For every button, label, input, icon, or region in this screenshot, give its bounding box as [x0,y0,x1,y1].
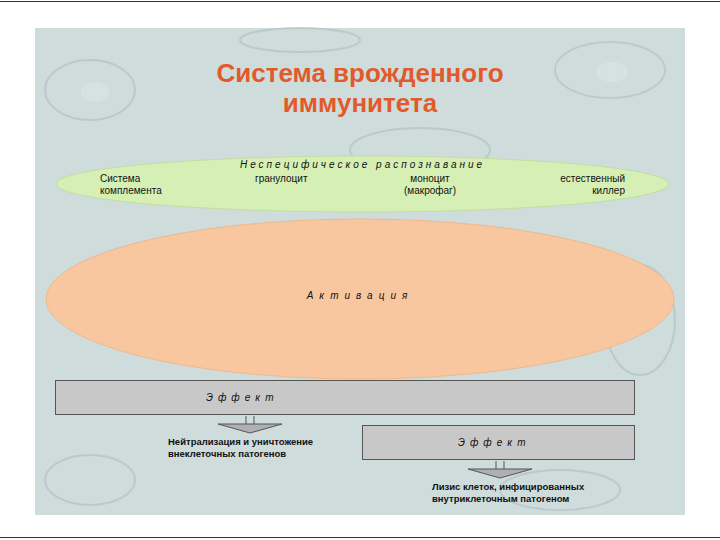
activation-band: Активация [45,218,675,380]
band-heading: Неспецифическое распознавание [55,159,670,171]
micrograph-ground [35,28,685,515]
ellipse-shape [56,156,669,212]
component-name: естественный киллер [535,173,625,197]
component-name: гранулоцит [255,173,345,185]
frame-line [0,1,720,2]
component-name: Система комплемента [100,173,180,197]
frame-line [0,537,720,538]
outcome-text: Нейтрализация и уничтожение внеклеточных… [168,436,353,460]
effect-arrow [218,416,282,433]
recognition-band: Неспецифическое распознаваниеСистема ком… [55,155,670,213]
effect-box: Эффект [362,425,635,460]
ellipse-shape [46,219,674,379]
cell-shapes [45,28,675,510]
slide-title: Система врожденного иммунитета [140,58,580,118]
component-name: моноцит (макрофаг) [390,173,470,197]
band-heading: Активация [45,290,675,302]
outcome-text: Лизис клеток, инфицированных внутриклето… [432,481,617,505]
box-heading: Эффект [206,392,326,404]
effect-box: Эффект [55,380,635,415]
effect-arrow [468,461,532,478]
box-heading: Эффект [458,437,578,449]
